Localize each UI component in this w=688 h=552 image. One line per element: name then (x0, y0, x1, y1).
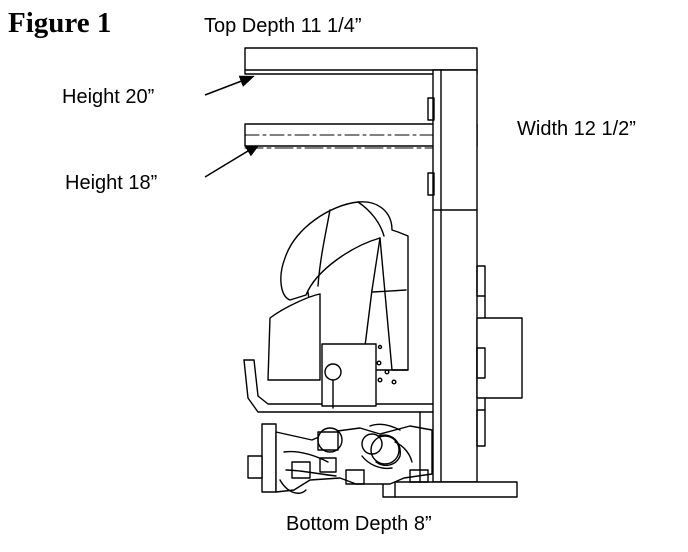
height-18-label: Height 18” (65, 172, 158, 194)
vertical-column (427, 69, 478, 483)
height-20-label: Height 20” (62, 86, 155, 108)
width-label: Width 12 1/2” (517, 118, 636, 140)
lower-mechanism (247, 411, 433, 494)
figure-title: Figure 1 (8, 7, 112, 39)
base-plate (382, 481, 518, 498)
side-bracket (476, 265, 523, 447)
height-18-arrow (204, 143, 261, 178)
chair-shell (267, 201, 409, 381)
bottom-depth-label: Bottom Depth 8” (286, 513, 432, 535)
height-20-arrow (204, 75, 255, 96)
seat-pan (243, 343, 434, 413)
top-depth-label: Top Depth 11 1/4” (204, 15, 362, 37)
